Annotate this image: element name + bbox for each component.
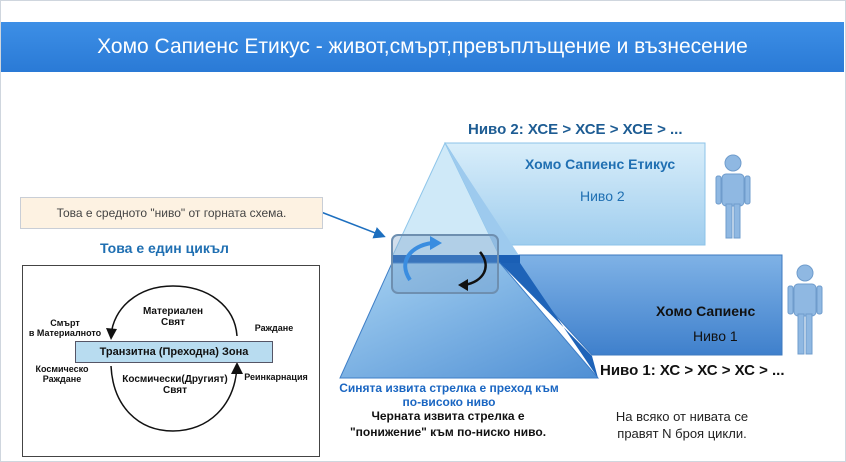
page-title: Хомо Сапиенс Етикус - живот,смърт,превъп… [1, 22, 844, 72]
level1-heading: Ниво 1: ХС > ХС > ХС > ... [600, 362, 785, 379]
blue-arrow-note: Синята извита стрелка е преход към по-ви… [339, 381, 559, 409]
level2-heading: Ниво 2: ХСЕ > ХСЕ > ХСЕ > ... [468, 121, 683, 138]
transit-zone-bar: Транзитна (Преходна) Зона [75, 341, 273, 363]
cycles-note: На всяко от нивата се правят N броя цикл… [615, 409, 749, 441]
pyramid-top-side [445, 143, 520, 257]
level2-name: Хомо Сапиенс Етикус [525, 156, 676, 172]
cycle-title: Това е един цикъл [100, 240, 229, 256]
callout-connector [320, 211, 386, 239]
cosmic-world-label: Космически(Другият)Свят [122, 374, 228, 396]
level1-panel [498, 254, 783, 356]
level1-name: Хомо Сапиенс [656, 303, 756, 319]
cycle-box [391, 234, 499, 294]
level2-label: Ниво 2 [580, 188, 625, 204]
birth-label: Раждане [254, 323, 294, 333]
pyramid-divider [392, 255, 520, 263]
person-icon [787, 264, 823, 355]
cycle-arrows [106, 285, 243, 432]
black-arrow-note: Черната извита стрелка е "понижение" към… [349, 409, 547, 439]
callout-box: Това е средното "ниво" от горната схема. [20, 197, 323, 229]
level1-label: Ниво 1 [693, 328, 738, 344]
reincarnation-label: Реинкарнация [244, 372, 308, 382]
curved-arrow-down-icon [463, 251, 487, 287]
curved-arrow-up-icon [403, 241, 433, 282]
person-icon [715, 154, 751, 239]
